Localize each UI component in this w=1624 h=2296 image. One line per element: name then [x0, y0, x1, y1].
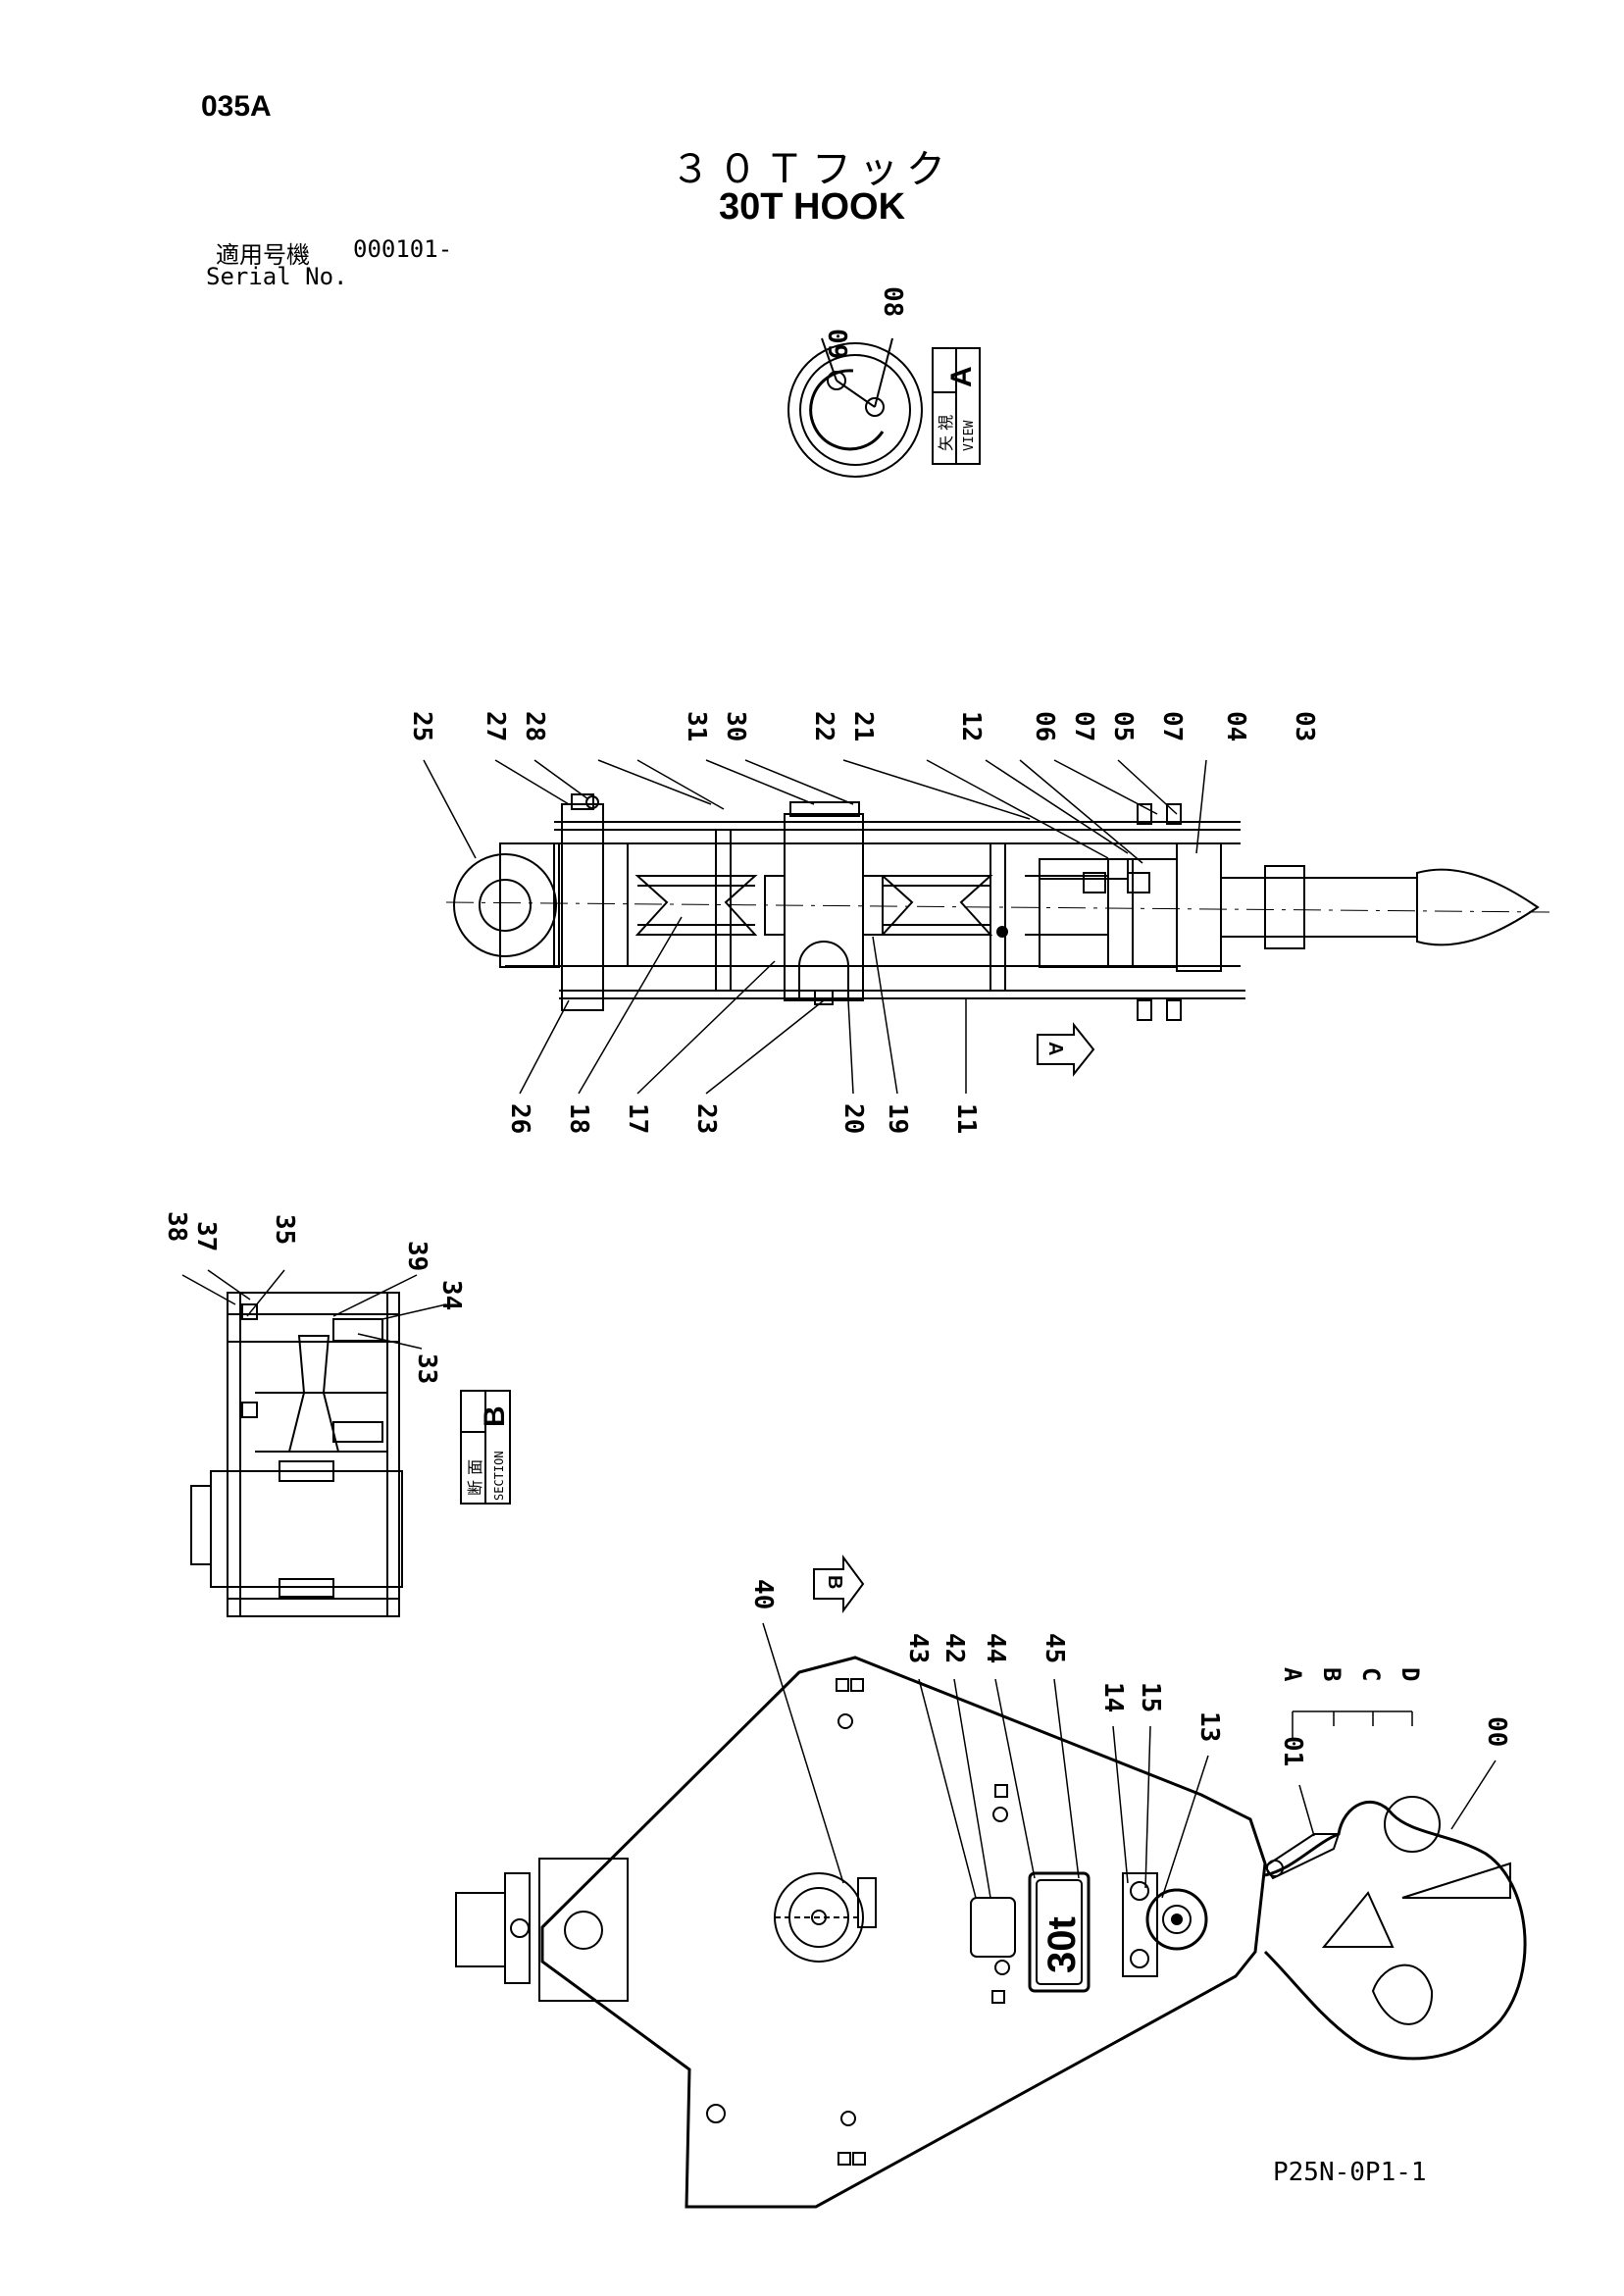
- callout-12: 12: [956, 711, 986, 741]
- view-a-letter: A: [945, 366, 978, 387]
- view-a-label-ja: 矢 視: [937, 415, 955, 451]
- section-b-label-ja: 断 面: [466, 1459, 484, 1496]
- callout-33: 33: [412, 1353, 441, 1384]
- callout-11: 11: [951, 1103, 981, 1134]
- callout-27: 27: [481, 711, 510, 741]
- callout-34: 34: [436, 1280, 466, 1310]
- callout-40: 40: [748, 1579, 778, 1609]
- callout-42: 42: [939, 1633, 969, 1663]
- callout-39: 39: [402, 1241, 431, 1271]
- callout-15: 15: [1136, 1682, 1165, 1712]
- callout-07b: 07: [1157, 711, 1187, 741]
- view-arrow-a-letter: A: [1044, 1042, 1066, 1055]
- callout-07a: 07: [1069, 711, 1098, 741]
- side-view-leaders-top: [423, 759, 1207, 864]
- callout-04: 04: [1221, 711, 1250, 741]
- page-id: 035A: [201, 90, 272, 123]
- section-b-label-en: SECTION: [492, 1451, 506, 1501]
- section-b-letter: B: [479, 1405, 511, 1427]
- callout-13: 13: [1194, 1711, 1224, 1742]
- variant-label-c: C: [1357, 1667, 1385, 1681]
- callout-26: 26: [505, 1103, 534, 1134]
- callout-25: 25: [407, 711, 436, 741]
- variant-label-a: A: [1279, 1667, 1306, 1682]
- view-a-callout-08: 08: [878, 286, 907, 317]
- capacity-plate-text: 30t: [1040, 1916, 1084, 1973]
- callout-03: 03: [1290, 711, 1319, 741]
- title-english: 30T HOOK: [718, 186, 906, 228]
- callout-23: 23: [691, 1103, 721, 1134]
- serial-label-japanese: 適用号機: [216, 241, 310, 269]
- drawing-number: P25N-0P1-1: [1273, 2158, 1427, 2187]
- side-view-leaders-bottom: [519, 916, 967, 1095]
- serial-value: 000101-: [353, 235, 453, 263]
- callout-43: 43: [903, 1633, 933, 1663]
- callout-18: 18: [564, 1103, 593, 1134]
- variant-label-d: D: [1396, 1667, 1424, 1681]
- serial-label-english: Serial No.: [206, 263, 348, 290]
- callout-37: 37: [191, 1221, 221, 1251]
- front-view-leaders: [762, 1622, 1497, 1899]
- callout-44: 44: [981, 1633, 1010, 1663]
- callout-45: 45: [1040, 1633, 1069, 1663]
- callout-14: 14: [1098, 1682, 1128, 1712]
- section-b-detail: [190, 1292, 511, 1617]
- view-arrow-b-letter: B: [824, 1575, 845, 1589]
- title-japanese: ３０Ｔフック: [671, 147, 953, 192]
- view-a-label-en: VIEW: [962, 421, 977, 451]
- callout-35: 35: [270, 1214, 299, 1245]
- callout-28: 28: [520, 711, 549, 741]
- callout-17: 17: [623, 1103, 652, 1134]
- callout-31: 31: [682, 711, 711, 741]
- callout-30: 30: [721, 711, 750, 741]
- view-a-callout-09: 09: [822, 329, 851, 359]
- callout-05: 05: [1108, 711, 1138, 741]
- callout-00: 00: [1482, 1716, 1511, 1747]
- callout-19: 19: [883, 1103, 912, 1134]
- view-a-detail: [787, 337, 981, 478]
- side-view: [445, 793, 1550, 1077]
- front-view: [455, 1554, 1527, 2209]
- callout-21: 21: [848, 711, 878, 741]
- variant-label-b: B: [1318, 1667, 1345, 1681]
- callout-06: 06: [1030, 711, 1059, 741]
- callout-20: 20: [838, 1103, 868, 1134]
- callout-38: 38: [162, 1211, 191, 1242]
- section-b-leaders: [181, 1269, 447, 1350]
- callout-01: 01: [1278, 1736, 1307, 1766]
- callout-22: 22: [809, 711, 838, 741]
